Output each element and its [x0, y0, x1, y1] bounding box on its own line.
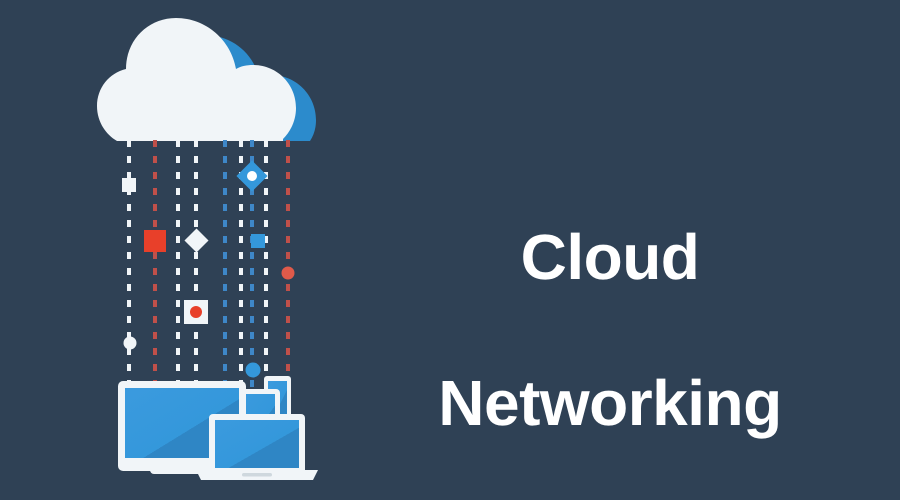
device-laptop	[196, 414, 318, 480]
page-title: Cloud Networking	[380, 148, 840, 500]
node-blue-square	[251, 234, 265, 248]
node-red-square	[144, 230, 166, 252]
node-white-circle	[123, 336, 137, 350]
cloud-front-white	[97, 18, 296, 141]
page-title-line-2: Networking	[438, 366, 782, 439]
page-title-line-1: Cloud	[520, 220, 700, 293]
node-white-square-red-dot	[184, 300, 208, 324]
node-blue-circle	[245, 362, 261, 378]
node-white-diamond	[184, 228, 209, 253]
node-white-square	[122, 178, 136, 192]
node-blue-diamond	[236, 160, 268, 192]
network-nodes	[122, 160, 295, 378]
node-red-circle	[281, 266, 295, 280]
